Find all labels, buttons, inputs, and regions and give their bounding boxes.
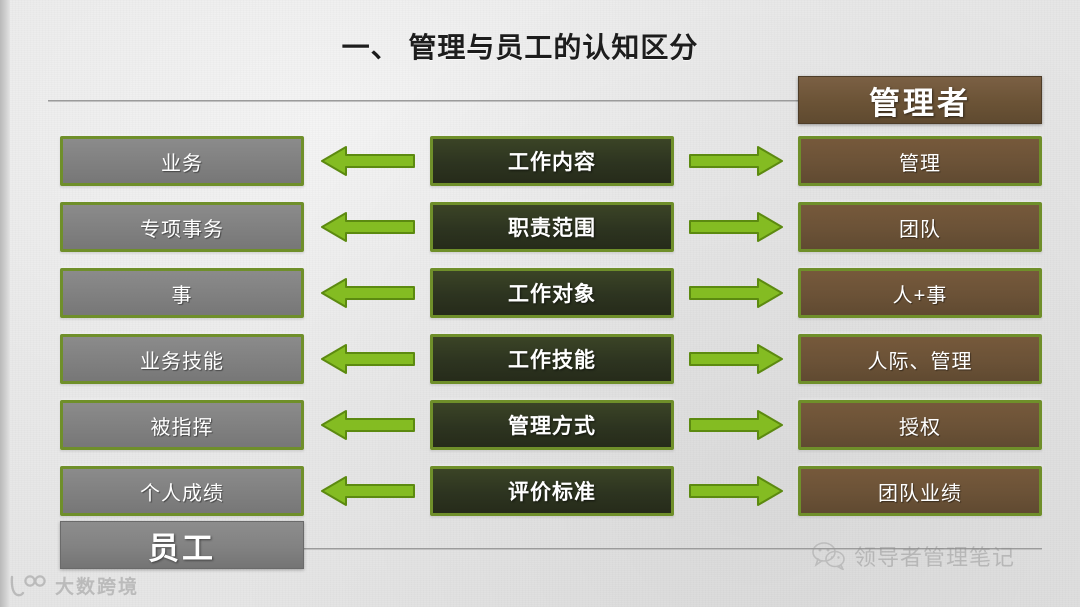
criteria-column: 工作内容 职责范围 工作对象 工作技能 管理方式 评价标准 <box>430 136 674 516</box>
wechat-icon <box>812 542 845 570</box>
criterion-cell[interactable]: 管理方式 <box>430 400 674 450</box>
manager-cell-label: 授权 <box>899 416 941 439</box>
manager-cell-label: 管理 <box>899 152 941 175</box>
employee-header-label: 员工 <box>148 530 216 566</box>
criterion-cell-label: 工作内容 <box>508 151 596 174</box>
criterion-cell-label: 工作技能 <box>508 349 596 372</box>
arrow-slot <box>314 136 422 186</box>
manager-column: 管理 团队 人+事 人际、管理 授权 团队业绩 <box>798 136 1042 516</box>
arrow-slot <box>314 334 422 384</box>
arrow-slot <box>682 466 790 516</box>
criterion-cell[interactable]: 职责范围 <box>430 202 674 252</box>
employee-header-banner: 员工 <box>60 521 304 569</box>
brand-logo-icon <box>10 574 46 596</box>
criterion-cell-label: 工作对象 <box>508 283 596 306</box>
employee-cell[interactable]: 专项事务 <box>60 202 304 252</box>
arrow-right-icon <box>689 344 783 374</box>
arrow-left-icon <box>321 146 415 176</box>
wechat-account-name: 领导者管理笔记 <box>854 545 1016 570</box>
employee-cell-label: 业务技能 <box>140 350 224 373</box>
arrow-left-icon <box>321 476 415 506</box>
wechat-watermark: 领导者管理笔记 <box>812 540 1015 572</box>
employee-cell[interactable]: 个人成绩 <box>60 466 304 516</box>
employee-cell[interactable]: 事 <box>60 268 304 318</box>
left-edge-strip <box>0 0 10 607</box>
top-divider-line <box>48 100 818 102</box>
employee-cell-label: 被指挥 <box>150 416 214 439</box>
criterion-cell-label: 管理方式 <box>508 415 596 438</box>
criterion-cell[interactable]: 工作技能 <box>430 334 674 384</box>
arrow-left-icon <box>321 344 415 374</box>
arrow-slot <box>682 268 790 318</box>
arrow-slot <box>314 400 422 450</box>
left-arrow-column <box>314 136 422 516</box>
bottom-divider-line <box>300 548 1042 550</box>
arrow-right-icon <box>689 410 783 440</box>
criterion-cell-label: 职责范围 <box>508 217 596 240</box>
brand-name: 大数跨境 <box>55 577 140 598</box>
employee-cell-label: 事 <box>171 284 193 307</box>
arrow-right-icon <box>689 476 783 506</box>
employee-cell[interactable]: 业务 <box>60 136 304 186</box>
right-arrow-column <box>682 136 790 516</box>
employee-column: 业务 专项事务 事 业务技能 被指挥 个人成绩 <box>60 136 304 516</box>
criterion-cell[interactable]: 工作对象 <box>430 268 674 318</box>
manager-cell[interactable]: 管理 <box>798 136 1042 186</box>
employee-cell[interactable]: 业务技能 <box>60 334 304 384</box>
criterion-cell[interactable]: 评价标准 <box>430 466 674 516</box>
arrow-slot <box>314 202 422 252</box>
arrow-slot <box>314 466 422 516</box>
manager-cell-label: 团队 <box>899 218 941 241</box>
arrow-left-icon <box>321 212 415 242</box>
page-title: 一、 管理与员工的认知区分 <box>341 32 699 63</box>
arrow-slot <box>314 268 422 318</box>
manager-cell-label: 团队业绩 <box>878 482 962 505</box>
employee-cell-label: 业务 <box>161 152 203 175</box>
manager-cell-label: 人际、管理 <box>867 350 973 373</box>
manager-cell[interactable]: 授权 <box>798 400 1042 450</box>
manager-cell[interactable]: 团队业绩 <box>798 466 1042 516</box>
manager-cell[interactable]: 人+事 <box>798 268 1042 318</box>
arrow-left-icon <box>321 410 415 440</box>
arrow-right-icon <box>689 146 783 176</box>
employee-cell[interactable]: 被指挥 <box>60 400 304 450</box>
manager-header-banner: 管理者 <box>798 76 1042 124</box>
criterion-cell-label: 评价标准 <box>508 481 596 504</box>
arrow-slot <box>682 400 790 450</box>
arrow-slot <box>682 136 790 186</box>
arrow-left-icon <box>321 278 415 308</box>
manager-cell[interactable]: 人际、管理 <box>798 334 1042 384</box>
criterion-cell[interactable]: 工作内容 <box>430 136 674 186</box>
employee-cell-label: 专项事务 <box>140 218 224 241</box>
arrow-right-icon <box>689 278 783 308</box>
arrow-slot <box>682 202 790 252</box>
brand-watermark: 大数跨境 <box>8 572 139 599</box>
manager-cell[interactable]: 团队 <box>798 202 1042 252</box>
manager-cell-label: 人+事 <box>892 284 948 307</box>
manager-header-label: 管理者 <box>869 85 971 121</box>
arrow-right-icon <box>689 212 783 242</box>
employee-cell-label: 个人成绩 <box>140 482 224 505</box>
arrow-slot <box>682 334 790 384</box>
